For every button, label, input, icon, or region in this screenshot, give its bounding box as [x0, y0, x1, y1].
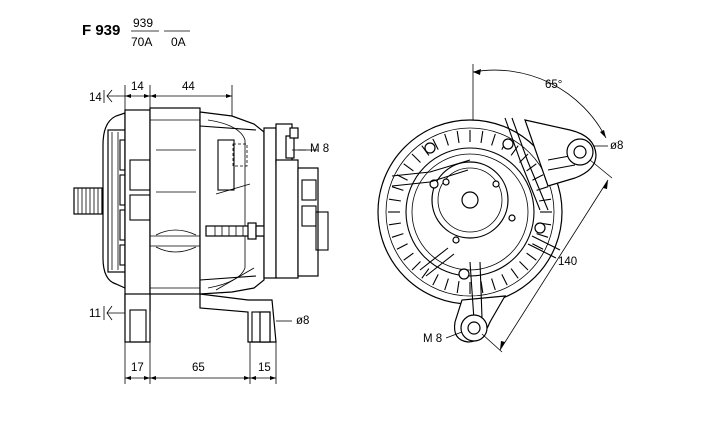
cooling-slot	[421, 268, 430, 279]
cooling-slots	[388, 130, 552, 294]
dim-top-b: 44	[182, 81, 195, 93]
side-thread-label: M 8	[310, 143, 329, 155]
fraction-1-top: 939	[133, 16, 153, 30]
mounting-feet	[124, 293, 277, 343]
cooling-slot	[532, 243, 544, 250]
dim-bottom-c: 15	[258, 362, 271, 374]
cooling-slot	[432, 274, 439, 286]
cooling-slot	[501, 274, 508, 286]
stator-body	[124, 107, 201, 311]
cooling-slot	[536, 233, 549, 238]
side-hole-label: ø8	[296, 315, 309, 327]
cooling-slot	[456, 130, 460, 143]
cooling-slot	[491, 278, 496, 291]
rear-housing	[199, 111, 271, 295]
cooling-slot	[539, 198, 552, 202]
model-title: F 939	[82, 22, 120, 39]
cooling-slot	[491, 133, 496, 146]
front-housing	[102, 112, 126, 289]
cooling-slot	[510, 268, 519, 279]
front-thread-label: M 8	[423, 333, 442, 345]
dim-bottom-a: 17	[131, 362, 144, 374]
cooling-slot	[391, 186, 404, 191]
top-dimensions: 14 44 14	[89, 81, 233, 120]
cooling-slot	[411, 261, 421, 271]
cooling-slot	[396, 243, 408, 250]
side-view: 14 44 14	[73, 81, 329, 384]
side-labels: M 8 ø8 11	[89, 143, 329, 327]
distance-label: 140	[558, 256, 577, 268]
cooling-slot	[411, 153, 421, 163]
cooling-slot	[432, 138, 439, 150]
terminal-block	[263, 123, 329, 279]
cooling-slot	[391, 233, 404, 238]
cooling-slot	[403, 252, 414, 261]
shaft-pulley	[73, 187, 103, 215]
dim-top-a: 14	[131, 81, 144, 93]
cooling-slot	[444, 133, 449, 146]
distance-dimension: 140	[481, 159, 613, 353]
cooling-slot	[403, 163, 414, 172]
fraction-1-bottom: 70A	[131, 35, 152, 49]
cooling-slot	[456, 281, 460, 294]
front-view: 65°	[377, 64, 623, 353]
cooling-slot	[388, 198, 401, 202]
cooling-slot	[444, 278, 449, 291]
dim-bottom-offset: 11	[89, 308, 101, 320]
front-hole-label: ø8	[610, 140, 623, 152]
front-labels: ø8 M 8	[423, 140, 623, 345]
header: F 939 939 70A 0A	[82, 16, 190, 49]
cooling-slot	[480, 130, 484, 143]
fraction-2-bottom: 0A	[171, 35, 186, 49]
cooling-slot	[510, 145, 519, 156]
cooling-slot	[519, 261, 529, 271]
cooling-slot	[536, 186, 549, 191]
inner-rings	[405, 138, 546, 280]
cooling-slot	[388, 222, 401, 226]
bottom-dimensions: 17 65 15	[124, 342, 277, 384]
cooling-slot	[532, 174, 544, 181]
dim-bottom-b: 65	[192, 362, 205, 374]
housing-ribs	[391, 117, 576, 321]
mounting-lugs	[460, 138, 594, 342]
cooling-slot	[526, 163, 537, 172]
cooling-slot	[526, 252, 537, 261]
angle-label: 65°	[545, 79, 562, 91]
dim-left-offset: 14	[89, 92, 102, 104]
